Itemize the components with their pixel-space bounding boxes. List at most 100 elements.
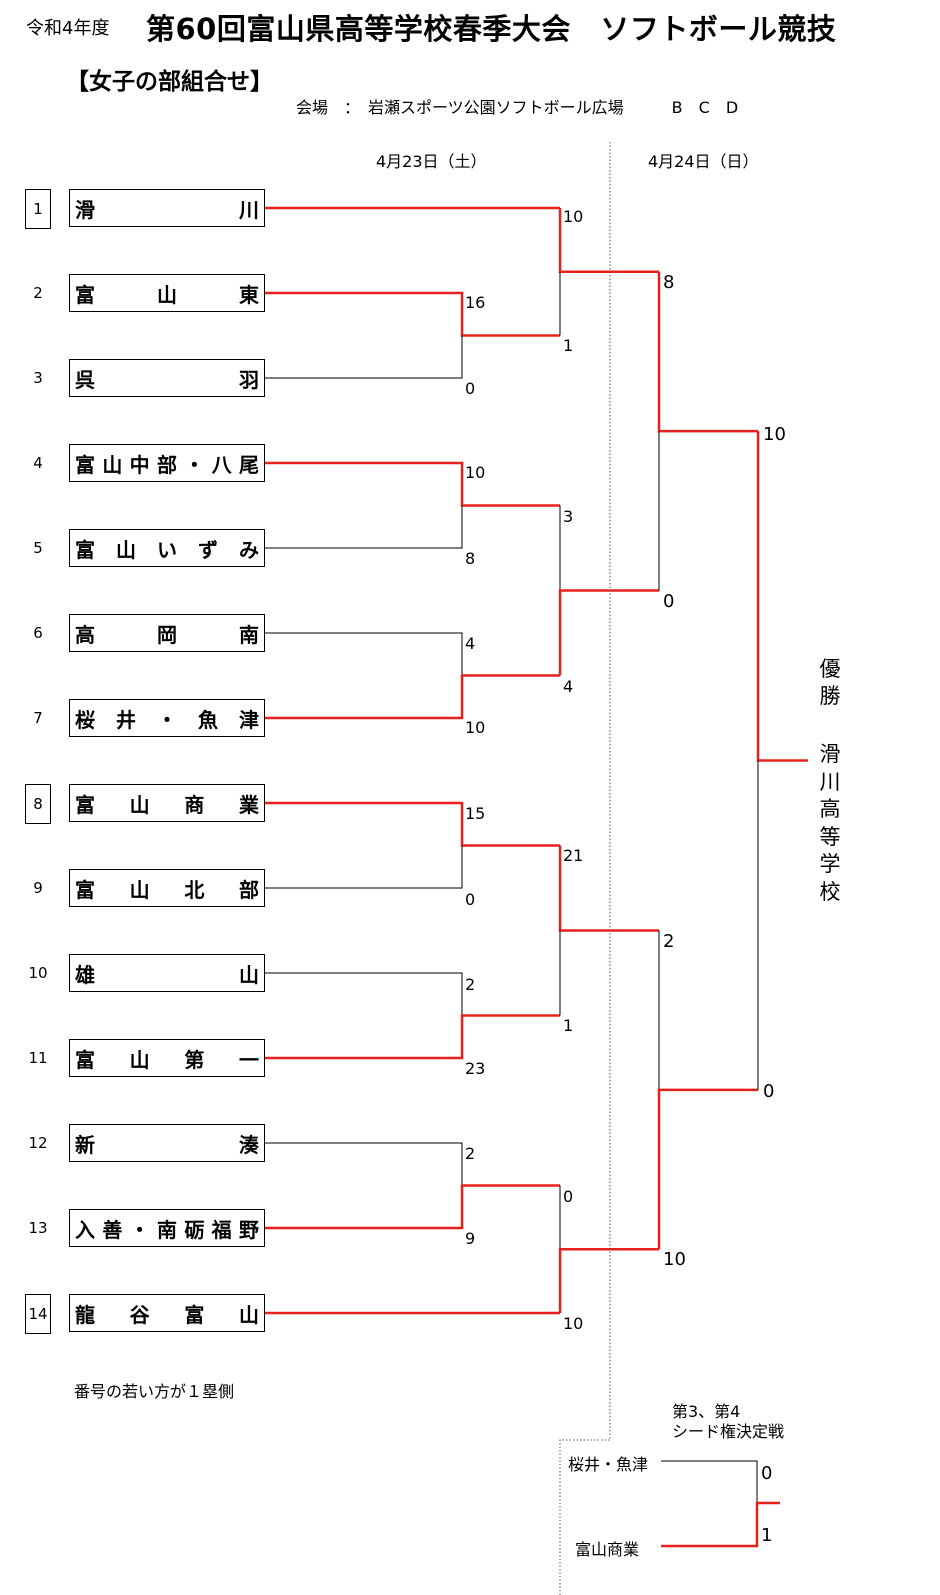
seed-number: 14 xyxy=(25,1294,51,1334)
seed-number: 9 xyxy=(33,879,43,897)
team-name-char: 東 xyxy=(239,282,259,307)
team-name-char: 山 xyxy=(102,452,123,477)
team-name-char: 第 xyxy=(184,1047,205,1072)
score-sf2-top: 2 xyxy=(663,931,675,952)
score-r1-2v3-bot: 0 xyxy=(465,379,476,398)
team-name-char: 山 xyxy=(129,877,150,902)
team-box: 桜井・魚津 xyxy=(69,699,265,737)
winner-path xyxy=(265,801,560,847)
team-name-char: 南 xyxy=(239,622,259,647)
bracket-path xyxy=(265,335,463,379)
team-name-char: 尾 xyxy=(238,452,259,477)
score-qf4-bot: 10 xyxy=(563,1314,584,1333)
team-name-char: 中 xyxy=(129,452,150,477)
seed-number: 8 xyxy=(25,784,51,824)
winner-path xyxy=(657,1088,758,1250)
team-box: 入善・南砺福野 xyxy=(69,1209,265,1247)
team-name-char: 部 xyxy=(156,452,177,477)
team-name-char: み xyxy=(239,537,259,562)
winner-path xyxy=(661,1501,780,1548)
team-box: 富山東 xyxy=(69,274,265,312)
score-r1-6v7-bot: 10 xyxy=(465,718,486,737)
winner-path xyxy=(558,1248,659,1313)
team-box: 富山中部・八尾 xyxy=(69,444,265,482)
team-name-char: 富 xyxy=(184,1302,205,1327)
team-name-char: 善 xyxy=(102,1217,123,1242)
score-playoff-bot: 1 xyxy=(761,1525,773,1546)
score-qf3-bot: 1 xyxy=(563,1016,574,1035)
team-name-char: 山 xyxy=(129,792,150,817)
score-sf1-bot: 0 xyxy=(663,591,675,612)
bracket-path xyxy=(661,1460,758,1503)
score-r1-4v5-top: 10 xyxy=(465,463,486,482)
team-name-char: 高 xyxy=(75,622,95,647)
winner-path xyxy=(265,1184,560,1230)
score-r1-2v3-top: 16 xyxy=(465,293,486,312)
score-sf2-bot: 10 xyxy=(663,1249,686,1270)
team-name-char: 湊 xyxy=(239,1132,259,1157)
team-name-char: ・ xyxy=(157,707,177,732)
champion-name: 滑川高等学校 xyxy=(819,742,841,904)
score-qf2-top: 3 xyxy=(563,507,574,526)
first-base-note: 番号の若い方が１塁側 xyxy=(74,1382,235,1401)
score-qf1-top: 10 xyxy=(563,207,584,226)
score-qf3-top: 21 xyxy=(563,846,584,865)
score-final-bot: 0 xyxy=(763,1081,775,1102)
team-box: 新湊 xyxy=(69,1124,265,1162)
team-name-char: 山 xyxy=(238,1302,259,1327)
team-name-char: 津 xyxy=(239,707,259,732)
bracket-path xyxy=(265,845,463,889)
team-name-char: 八 xyxy=(211,452,232,477)
team-name-char: 野 xyxy=(238,1217,259,1242)
seed-number: 4 xyxy=(33,454,43,472)
day-divider xyxy=(559,142,611,1595)
bracket-path xyxy=(265,1142,463,1186)
page-title: 第60回富山県高等学校春季大会 ソフトボール競技 xyxy=(146,12,837,46)
winner-path xyxy=(265,674,560,720)
team-box: 呉羽 xyxy=(69,359,265,397)
team-name-char: 富 xyxy=(75,452,95,477)
team-name-char: 山 xyxy=(129,1047,150,1072)
team-name-char: ・ xyxy=(129,1217,150,1242)
team-name-char: 富 xyxy=(75,877,95,902)
seed-number: 11 xyxy=(28,1049,48,1067)
bracket-path xyxy=(265,505,463,549)
score-r1-12v13-bot: 9 xyxy=(465,1229,476,1248)
score-qf1-bot: 1 xyxy=(563,336,574,355)
team-box: 龍谷富山 xyxy=(69,1294,265,1332)
score-r1-8v9-bot: 0 xyxy=(465,890,476,909)
team-name-char: い xyxy=(157,537,177,562)
team-box: 富山第一 xyxy=(69,1039,265,1077)
date-day2: 4月24日（日） xyxy=(648,152,759,171)
team-name-char: 富 xyxy=(75,282,95,307)
team-name-char: 岡 xyxy=(157,622,177,647)
team-name-char: 山 xyxy=(157,282,177,307)
winner-path xyxy=(756,431,808,762)
team-name-char: 富 xyxy=(75,537,95,562)
winner-path xyxy=(265,291,560,337)
score-qf2-bot: 4 xyxy=(563,677,574,696)
team-box: 富山北部 xyxy=(69,869,265,907)
bracket-path xyxy=(265,972,463,1016)
team-name-char: 砺 xyxy=(184,1217,205,1242)
division-subtitle: 【女子の部組合せ】 xyxy=(66,69,273,95)
team-name-char: 雄 xyxy=(75,962,95,987)
score-r1-10v11-bot: 23 xyxy=(465,1059,486,1078)
score-r1-8v9-top: 15 xyxy=(465,804,486,823)
seed-number: 2 xyxy=(33,284,43,302)
score-r1-12v13-top: 2 xyxy=(465,1144,476,1163)
score-qf4-top: 0 xyxy=(563,1187,574,1206)
team-name-char: 北 xyxy=(184,877,205,902)
team-name-char: 富 xyxy=(75,1047,95,1072)
score-sf1-top: 8 xyxy=(663,272,675,293)
team-name-char: 商 xyxy=(184,792,205,817)
team-name-char: 羽 xyxy=(239,367,259,392)
team-box: 富山商業 xyxy=(69,784,265,822)
venue-label: 会場 ： 岩瀬スポーツ公園ソフトボール広場 B C D xyxy=(296,98,739,117)
team-box: 滑川 xyxy=(69,189,265,227)
team-name-char: 井 xyxy=(116,707,136,732)
seed-number: 6 xyxy=(33,624,43,642)
playoff-team-top: 桜井・魚津 xyxy=(568,1455,649,1474)
seed-number: 7 xyxy=(33,709,43,727)
